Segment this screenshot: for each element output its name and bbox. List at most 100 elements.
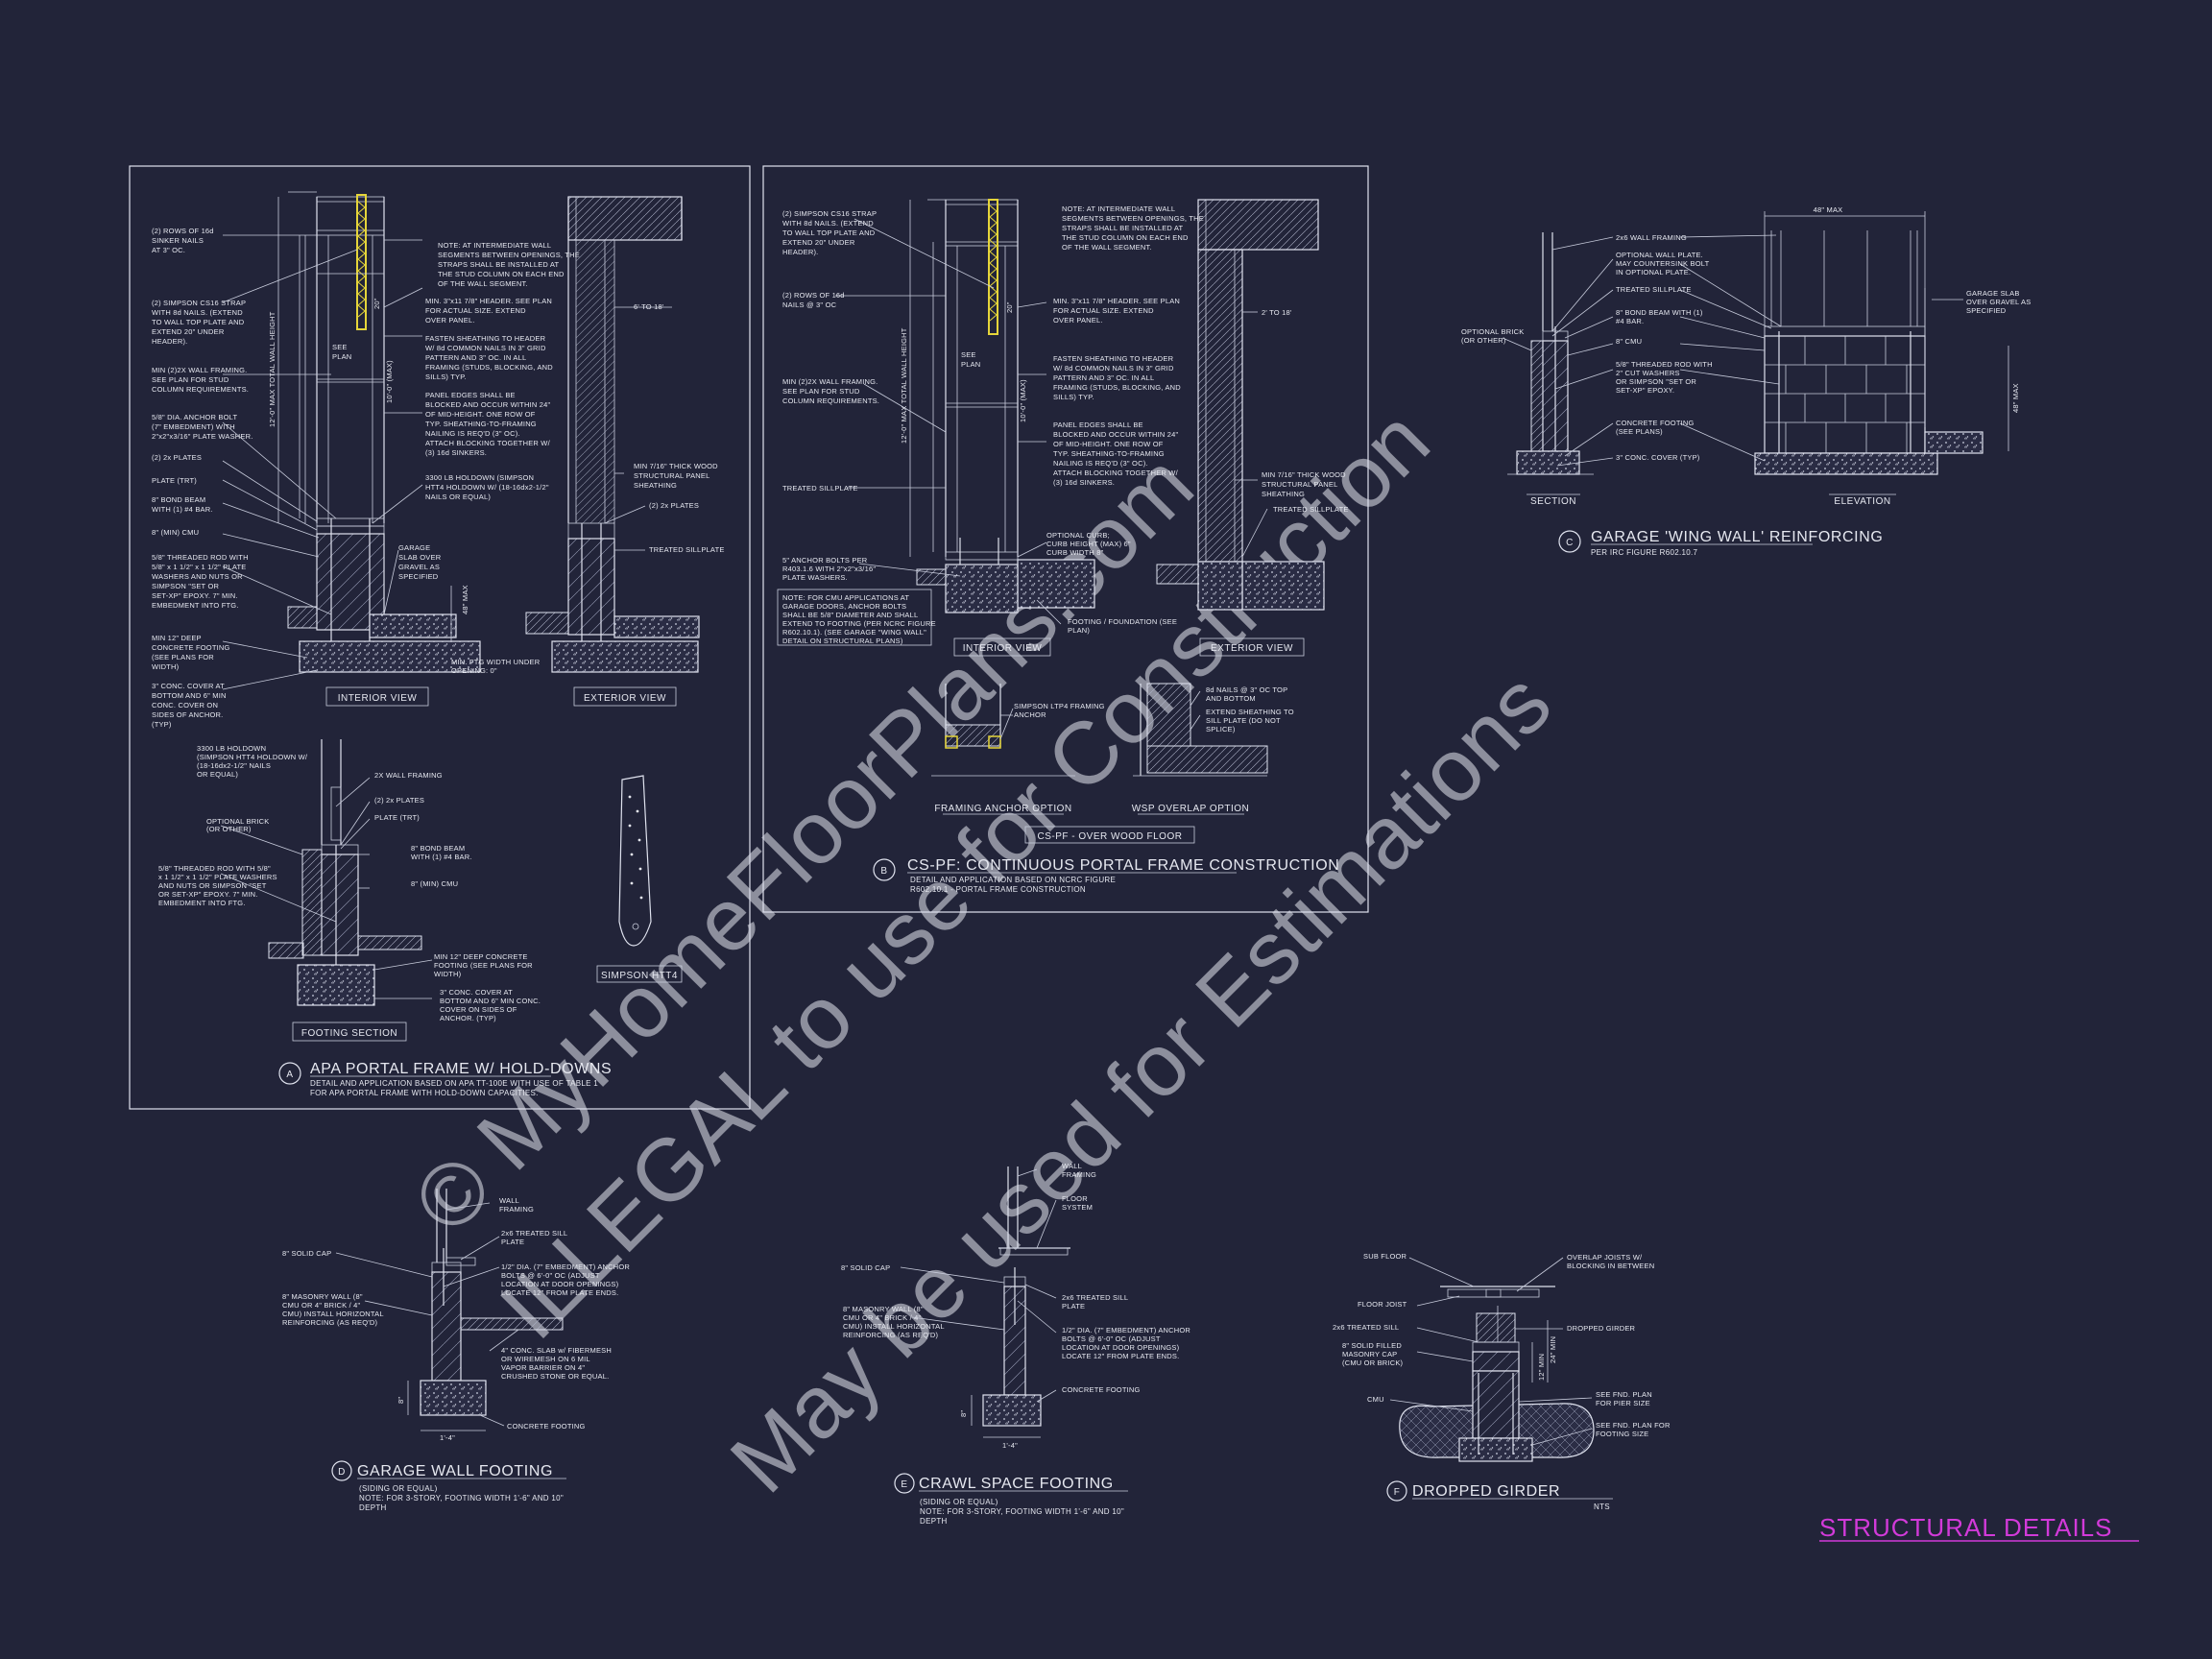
detail-b: (2) SIMPSON CS16 STRAP WITH 8d NAILS. (E… bbox=[762, 165, 1369, 913]
a-note: 5/8" DIA. ANCHOR BOLT bbox=[152, 413, 237, 421]
a-interior-view-label: INTERIOR VIEW bbox=[338, 693, 418, 704]
f-dim-12-min: 12" MIN bbox=[1537, 1354, 1546, 1381]
a-mid-note: OF MID-HEIGHT. ONE ROW OF bbox=[425, 410, 536, 419]
c-note: IN OPTIONAL PLATE. bbox=[1616, 268, 1691, 276]
a-note: WITH 8d NAILS. (EXTEND bbox=[152, 308, 243, 317]
a-note: (TYP) bbox=[152, 720, 172, 729]
e-detail-subtitle: DEPTH bbox=[920, 1517, 948, 1526]
d-note: PLATE bbox=[501, 1238, 524, 1246]
b-right-note: STRUCTURAL PANEL bbox=[1262, 480, 1337, 489]
a-note: 5/8" THREADED ROD WITH bbox=[152, 553, 249, 562]
a-note: CONCRETE FOOTING bbox=[152, 643, 230, 652]
d-dim-depth: 8" bbox=[397, 1397, 405, 1404]
b-note: (2) ROWS OF 16d bbox=[782, 291, 845, 300]
e-note: CONCRETE FOOTING bbox=[1062, 1385, 1141, 1394]
a-detail-subtitle: FOR APA PORTAL FRAME WITH HOLD-DOWN CAPA… bbox=[310, 1089, 539, 1097]
e-note: BOLTS @ 6'-0" OC (ADJUST bbox=[1062, 1334, 1161, 1343]
d-note: LOCATE 12" FROM PLATE ENDS. bbox=[501, 1288, 618, 1297]
b-note: TREATED SILLPLATE bbox=[782, 484, 858, 493]
b-note: NOTE: FOR CMU APPLICATIONS AT bbox=[782, 593, 909, 602]
b-opt-note: SILL PLATE (DO NOT bbox=[1206, 716, 1281, 725]
a-ftg-note: 5/8" THREADED ROD WITH 5/8" bbox=[158, 864, 271, 873]
b-note: GARAGE DOORS, ANCHOR BOLTS bbox=[782, 602, 906, 611]
b-note: PLATE WASHERS. bbox=[782, 573, 848, 582]
e-note: PLATE bbox=[1062, 1302, 1085, 1310]
b-note: EXTEND 20" UNDER bbox=[782, 238, 855, 247]
detail-a: (2) ROWS OF 16d SINKER NAILS AT 3" OC. (… bbox=[129, 165, 751, 1110]
detail-d-leaders bbox=[335, 1202, 519, 1427]
e-note: WALL bbox=[1062, 1162, 1082, 1170]
b-mid-note: PATTERN AND 3" OC. IN ALL bbox=[1053, 373, 1154, 382]
a-note: MIN (2)2X WALL FRAMING. bbox=[152, 366, 247, 374]
a-dim-see: SEE bbox=[332, 343, 348, 351]
c-note: MAY COUNTERSINK BOLT bbox=[1616, 259, 1710, 268]
a-footing-section-label: FOOTING SECTION bbox=[301, 1028, 397, 1039]
e-note: LOCATE 12" FROM PLATE ENDS. bbox=[1062, 1352, 1179, 1360]
a-mid-note: ATTACH BLOCKING TOGETHER W/ bbox=[425, 439, 551, 447]
a-note: (2) 2x PLATES bbox=[152, 453, 202, 462]
a-note: 8" (MIN) CMU bbox=[152, 528, 199, 537]
f-note: 2x6 TREATED SILL bbox=[1333, 1323, 1399, 1332]
b-mid-note: W/ 8d COMMON NAILS IN 3" GRID bbox=[1053, 364, 1174, 373]
d-detail-letter: D bbox=[338, 1467, 346, 1478]
c-note: 8" CMU bbox=[1616, 337, 1642, 346]
detail-f-notes: SUB FLOOR OVERLAP JOISTS W/ BLOCKING IN … bbox=[1333, 1252, 1671, 1438]
a-note: SIDES OF ANCHOR. bbox=[152, 710, 223, 719]
b-right-note: 2' TO 18' bbox=[1262, 308, 1292, 317]
d-note: 4" CONC. SLAB w/ FIBERMESH bbox=[501, 1346, 612, 1355]
a-mid-note: OVER PANEL. bbox=[425, 316, 475, 325]
b-detail-subtitle: DETAIL AND APPLICATION BASED ON NCRC FIG… bbox=[910, 876, 1116, 884]
a-note: TO WALL TOP PLATE AND bbox=[152, 318, 245, 326]
f-note: DROPPED GIRDER bbox=[1567, 1324, 1636, 1333]
b-dim-plan: PLAN bbox=[961, 360, 980, 369]
b-mid-note: STRAPS SHALL BE INSTALLED AT bbox=[1062, 224, 1184, 232]
a-exterior-view-label: EXTERIOR VIEW bbox=[584, 693, 666, 704]
a-note: WIDTH) bbox=[152, 662, 180, 671]
a-mid-note: GRAVEL AS bbox=[398, 563, 440, 571]
detail-c-elevation bbox=[1754, 211, 2009, 475]
a-note: BOTTOM AND 6" MIN bbox=[152, 691, 227, 700]
a-simpson-htt4-label: SIMPSON HTT4 bbox=[601, 971, 678, 981]
detail-d-notes: WALL FRAMING 8" SOLID CAP 2x6 TREATED SI… bbox=[282, 1196, 630, 1442]
b-mid-note: OVER PANEL. bbox=[1053, 316, 1103, 325]
c-note: OPTIONAL WALL PLATE. bbox=[1616, 251, 1703, 259]
b-framing-anchor-label: FRAMING ANCHOR OPTION bbox=[934, 804, 1071, 814]
a-mid-note: W/ 8d COMMON NAILS IN 3" GRID bbox=[425, 344, 546, 352]
a-mid-note: SLAB OVER bbox=[398, 553, 442, 562]
detail-f-title-block: F DROPPED GIRDER NTS bbox=[1386, 1480, 1613, 1511]
detail-e: WALL FRAMING FLOOR SYSTEM 8" SOLID CAP 2… bbox=[841, 1162, 1190, 1526]
c-detail-title: GARAGE 'WING WALL' REINFORCING bbox=[1591, 529, 1883, 545]
a-mid-note: STRAPS SHALL BE INSTALLED AT bbox=[438, 260, 560, 269]
e-note: FRAMING bbox=[1062, 1170, 1096, 1179]
detail-a-mid-notes: NOTE: AT INTERMEDIATE WALL SEGMENTS BETW… bbox=[398, 241, 580, 675]
a-mid-note: 3300 LB HOLDOWN (SIMPSON bbox=[425, 473, 534, 482]
a-mid-note: PATTERN AND 3" OC. IN ALL bbox=[425, 353, 526, 362]
detail-a-exterior-wall bbox=[525, 196, 700, 673]
f-note: SUB FLOOR bbox=[1363, 1252, 1407, 1261]
b-right-note: MIN 7/16" THICK WOOD bbox=[1262, 470, 1346, 479]
detail-f: SUB FLOOR OVERLAP JOISTS W/ BLOCKING IN … bbox=[1333, 1252, 1671, 1511]
a-ftg-note: ANCHOR. (TYP) bbox=[440, 1014, 496, 1022]
detail-a-view-labels: INTERIOR VIEW EXTERIOR VIEW FOOTING SECT… bbox=[292, 686, 683, 1042]
a-note: (SEE PLANS FOR bbox=[152, 653, 214, 661]
b-mid-note: TYP. SHEATHING-TO-FRAMING bbox=[1053, 449, 1165, 458]
d-detail-subtitle: DEPTH bbox=[359, 1503, 387, 1512]
c-dim-height: 48" MAX bbox=[2011, 383, 2020, 413]
b-note: COLUMN REQUIREMENTS. bbox=[782, 397, 879, 405]
b-mid-note: MIN. 3"x11 7/8" HEADER. SEE PLAN bbox=[1053, 297, 1180, 305]
a-ftg-note: (2) 2x PLATES bbox=[374, 796, 424, 805]
a-mid-note: NAILS OR EQUAL) bbox=[425, 493, 491, 501]
a-right-note: STRUCTURAL PANEL bbox=[634, 471, 709, 480]
c-note: OVER GRAVEL AS bbox=[1966, 298, 2031, 306]
a-mid-note: NOTE: AT INTERMEDIATE WALL bbox=[438, 241, 551, 250]
a-note: 3" CONC. COVER AT bbox=[152, 682, 225, 690]
d-note: OR WIREMESH ON 6 MIL bbox=[501, 1355, 590, 1363]
a-note: WASHERS AND NUTS OR bbox=[152, 572, 243, 581]
a-right-note: SHEATHING bbox=[634, 481, 677, 490]
a-mid-note: OPENING: 0" bbox=[451, 666, 497, 675]
a-ftg-note: 2X WALL FRAMING bbox=[374, 771, 443, 780]
b-opt-note: 8d NAILS @ 3" OC TOP bbox=[1206, 685, 1287, 694]
b-note: NAILS @ 3" OC bbox=[782, 301, 837, 309]
detail-a-simpson-htt4 bbox=[618, 775, 652, 947]
a-note: (7" EMBEDMENT) WITH bbox=[152, 422, 235, 431]
